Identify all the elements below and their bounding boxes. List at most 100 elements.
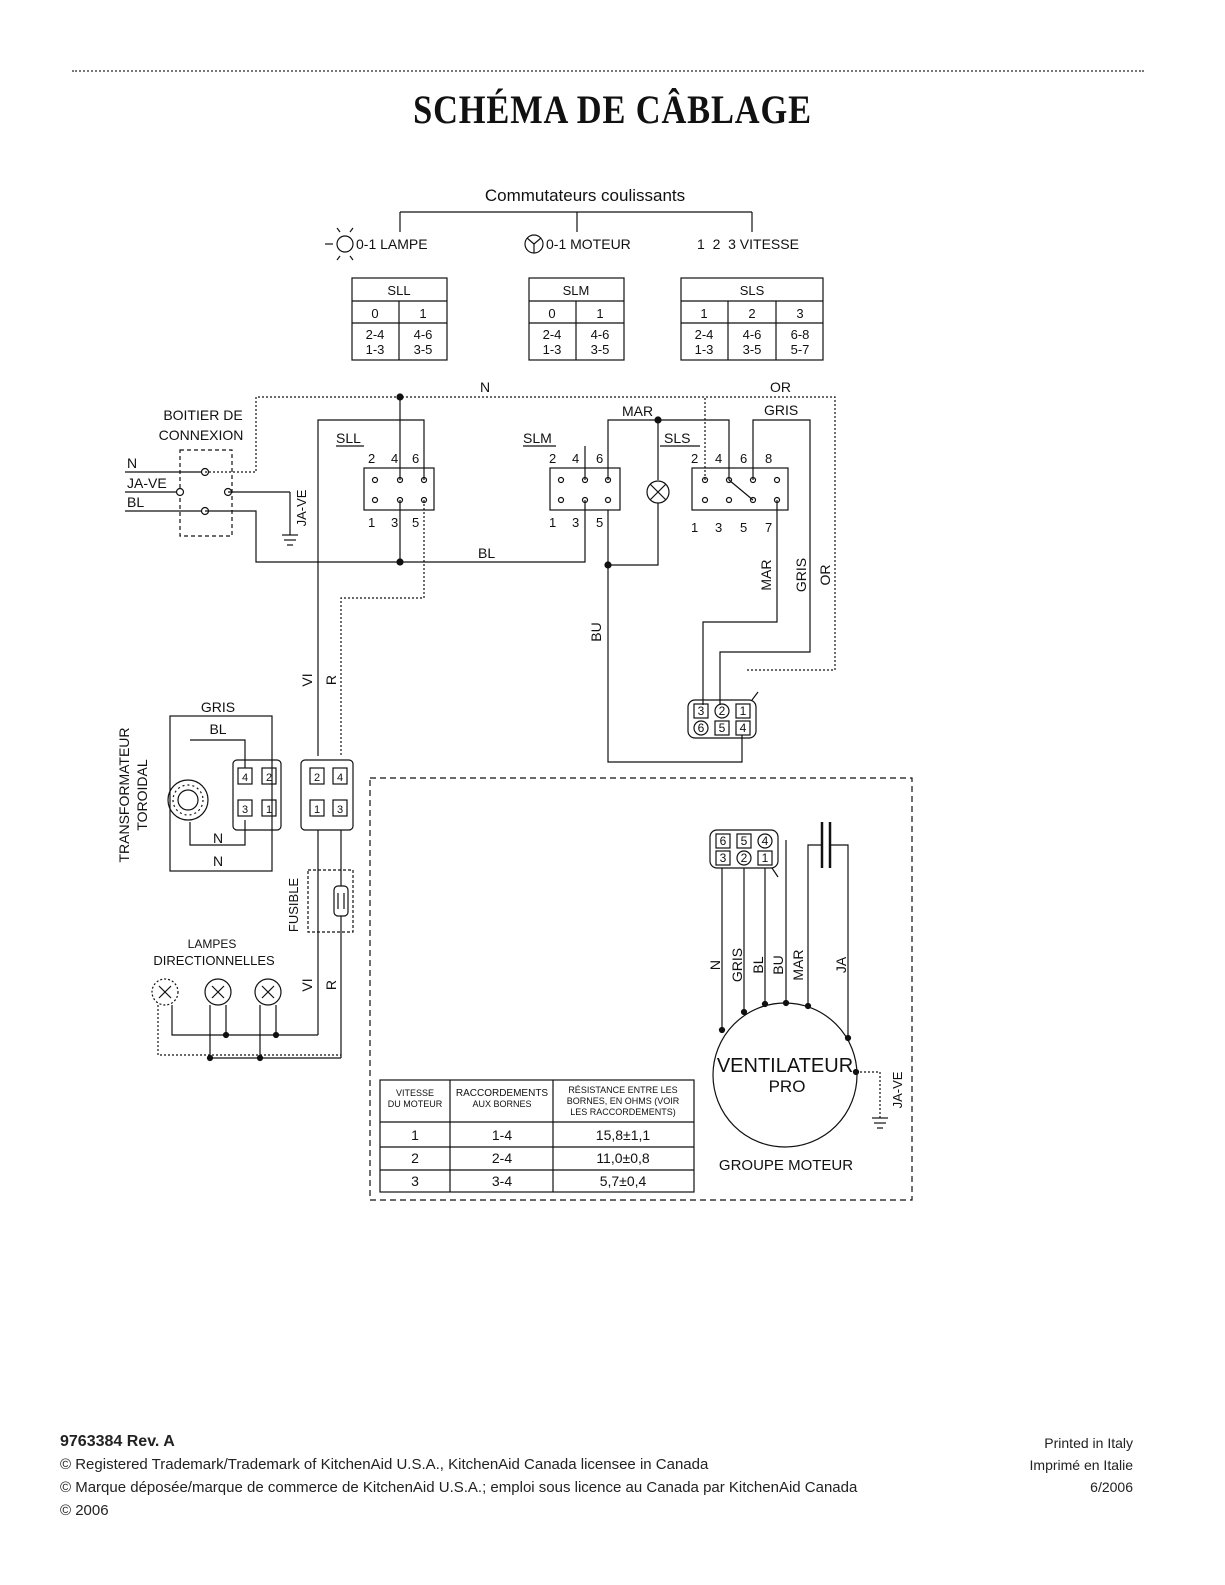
sll-table: SLL 0 1 2-4 4-6 1-3 3-5 bbox=[351, 277, 448, 361]
svg-text:5: 5 bbox=[740, 520, 747, 535]
footer-legal: 9763384 Rev. A © Registered Trademark/Tr… bbox=[60, 1430, 857, 1522]
svg-text:2-4: 2-4 bbox=[492, 1150, 512, 1166]
motor-connector-top: 3 2 1 6 5 4 bbox=[687, 691, 759, 739]
svg-text:DU MOTEUR: DU MOTEUR bbox=[388, 1099, 443, 1109]
slm-table: SLM 0 1 2-4 4-6 1-3 3-5 bbox=[528, 277, 625, 361]
svg-text:6: 6 bbox=[412, 451, 419, 466]
svg-text:6: 6 bbox=[596, 451, 603, 466]
svg-text:5: 5 bbox=[719, 721, 726, 735]
svg-text:1-3: 1-3 bbox=[543, 342, 562, 357]
label-or-vertical: OR bbox=[817, 565, 833, 586]
indicator-lamp-icon bbox=[646, 480, 670, 504]
label-r-lower: R bbox=[323, 980, 339, 990]
svg-text:1: 1 bbox=[549, 515, 556, 530]
svg-text:1: 1 bbox=[691, 520, 698, 535]
copyright: © 2006 bbox=[60, 1502, 109, 1519]
svg-text:1: 1 bbox=[368, 515, 375, 530]
svg-text:3-4: 3-4 bbox=[492, 1173, 512, 1189]
label-gris-vertical: GRIS bbox=[793, 558, 809, 592]
svg-text:2: 2 bbox=[411, 1150, 419, 1166]
svg-text:BOITIER DE: BOITIER DE bbox=[163, 407, 242, 423]
svg-text:SLM: SLM bbox=[523, 430, 552, 446]
lamp-icon bbox=[325, 227, 354, 261]
fuse: FUSIBLE bbox=[286, 868, 354, 1058]
svg-text:AUX BORNES: AUX BORNES bbox=[472, 1099, 531, 1109]
motor-label-gris: GRIS bbox=[729, 948, 745, 982]
svg-text:1: 1 bbox=[411, 1127, 419, 1143]
svg-text:CONNEXION: CONNEXION bbox=[159, 427, 244, 443]
wire-bl bbox=[205, 510, 586, 563]
label-bu: BU bbox=[588, 622, 604, 641]
label-mar-vertical: MAR bbox=[758, 559, 774, 590]
svg-text:4: 4 bbox=[337, 772, 343, 784]
page-title: SCHÉMA DE CÂBLAGE bbox=[413, 87, 812, 132]
svg-text:4: 4 bbox=[391, 451, 398, 466]
svg-text:JA-VE: JA-VE bbox=[127, 475, 167, 491]
svg-text:RÉSISTANCE ENTRE LES: RÉSISTANCE ENTRE LES bbox=[568, 1085, 677, 1095]
trademark-en: © Registered Trademark/Trademark of Kitc… bbox=[60, 1456, 709, 1473]
doc-revision: 9763384 Rev. A bbox=[60, 1433, 175, 1450]
svg-text:GROUPE MOTEUR: GROUPE MOTEUR bbox=[719, 1157, 853, 1174]
svg-text:15,8±1,1: 15,8±1,1 bbox=[596, 1127, 651, 1143]
svg-text:3-5: 3-5 bbox=[743, 342, 762, 357]
svg-text:SLL: SLL bbox=[336, 430, 361, 446]
svg-text:TRANSFORMATEUR: TRANSFORMATEUR bbox=[116, 727, 132, 862]
svg-text:1-3: 1-3 bbox=[695, 342, 714, 357]
switch-lampe-label: 0-1 LAMPE bbox=[356, 236, 428, 252]
svg-text:11,0±0,8: 11,0±0,8 bbox=[596, 1150, 650, 1166]
footer-print-info: Printed in Italy Imprimé en Italie 6/200… bbox=[1030, 1432, 1133, 1498]
svg-text:VENTILATEUR: VENTILATEUR bbox=[717, 1055, 853, 1077]
svg-text:3: 3 bbox=[242, 804, 248, 816]
svg-text:5: 5 bbox=[741, 834, 748, 848]
svg-text:4: 4 bbox=[762, 834, 769, 848]
svg-text:3: 3 bbox=[698, 704, 705, 718]
svg-text:2: 2 bbox=[691, 451, 698, 466]
svg-text:N: N bbox=[213, 830, 223, 846]
svg-text:4-6: 4-6 bbox=[414, 327, 433, 342]
svg-text:TOROIDAL: TOROIDAL bbox=[134, 759, 150, 831]
label-r: R bbox=[323, 675, 339, 685]
svg-text:5,7±0,4: 5,7±0,4 bbox=[600, 1173, 647, 1189]
svg-text:3-5: 3-5 bbox=[591, 342, 610, 357]
svg-text:4-6: 4-6 bbox=[591, 327, 610, 342]
sls-table: SLS 1 2 3 2-4 4-6 6-8 1-3 3-5 5-7 bbox=[680, 277, 824, 361]
svg-text:SLM: SLM bbox=[563, 283, 590, 298]
sll-switch-block: SLL 2 4 6 1 3 5 bbox=[336, 397, 435, 562]
svg-text:JA-VE: JA-VE bbox=[890, 1071, 905, 1108]
svg-text:3: 3 bbox=[572, 515, 579, 530]
switches-heading: Commutateurs coulissants bbox=[485, 186, 685, 205]
label-mar: MAR bbox=[622, 403, 653, 419]
wire-r bbox=[340, 500, 425, 756]
fan-icon bbox=[524, 234, 544, 254]
svg-text:FUSIBLE: FUSIBLE bbox=[286, 878, 301, 933]
toroidal-transformer: TRANSFORMATEUR TOROIDAL GRIS BL N N 4 2 … bbox=[116, 699, 282, 872]
motor-group-frame bbox=[369, 777, 913, 1201]
svg-text:N: N bbox=[127, 455, 137, 471]
motor-label-n: N bbox=[707, 960, 723, 970]
fan-motor: VENTILATEUR PRO GROUPE MOTEUR JA-VE bbox=[712, 999, 905, 1174]
trademark-fr: © Marque déposée/marque de commerce de K… bbox=[60, 1479, 858, 1496]
svg-text:1: 1 bbox=[596, 306, 603, 321]
wire-vi bbox=[317, 419, 425, 756]
svg-text:LAMPES: LAMPES bbox=[188, 937, 237, 951]
svg-text:1: 1 bbox=[740, 704, 747, 718]
motor-label-mar: MAR bbox=[790, 949, 806, 980]
ground-symbol: JA-VE bbox=[228, 489, 309, 546]
svg-text:1: 1 bbox=[700, 306, 707, 321]
svg-text:RACCORDEMENTS: RACCORDEMENTS bbox=[456, 1088, 549, 1099]
slm-switch-block: SLM 2 4 6 1 3 5 bbox=[523, 430, 621, 530]
svg-text:6: 6 bbox=[698, 721, 705, 735]
svg-text:1: 1 bbox=[266, 804, 272, 816]
motor-connector-bottom: 6 5 4 3 2 1 bbox=[709, 829, 779, 878]
svg-text:2: 2 bbox=[741, 851, 748, 865]
wire-bu bbox=[607, 565, 743, 763]
wire-n bbox=[205, 396, 836, 671]
svg-text:2-4: 2-4 bbox=[543, 327, 562, 342]
svg-text:1-4: 1-4 bbox=[492, 1127, 512, 1143]
svg-text:6-8: 6-8 bbox=[791, 327, 810, 342]
svg-text:4: 4 bbox=[572, 451, 579, 466]
switch-moteur-label: 0-1 MOTEUR bbox=[546, 236, 631, 252]
svg-text:2-4: 2-4 bbox=[366, 327, 385, 342]
svg-text:2: 2 bbox=[748, 306, 755, 321]
label-or: OR bbox=[770, 379, 791, 395]
